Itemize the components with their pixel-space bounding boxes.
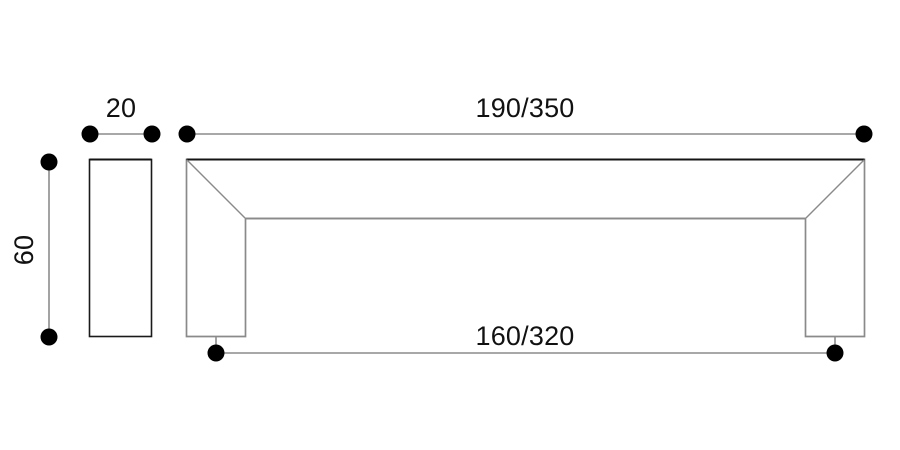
dimension-side-width: 20	[81, 93, 161, 143]
dimension-marker-bottom-60	[40, 328, 58, 346]
dimension-marker-top-60	[40, 153, 58, 171]
left-chamfer-diagonal	[186, 159, 246, 219]
side-view-group	[88, 158, 153, 338]
dimension-center-distance: 160/320	[207, 321, 844, 362]
dimension-marker-left-160-320	[207, 344, 225, 362]
dimension-height: 60	[9, 153, 58, 346]
dimension-marker-right-160-320	[826, 344, 844, 362]
dimension-marker-right-20	[143, 125, 161, 143]
dimension-label-height: 60	[9, 235, 39, 265]
dimension-marker-left-190-350	[178, 125, 196, 143]
dimension-overall-length: 190/350	[178, 93, 873, 143]
side-profile-rectangle	[88, 158, 153, 338]
handle-front-profile	[185, 158, 866, 338]
right-chamfer-diagonal	[805, 159, 865, 219]
dimension-label-center-distance: 160/320	[476, 321, 575, 351]
front-view-group	[185, 158, 866, 338]
dimension-label-side-width: 20	[106, 93, 136, 123]
dimension-marker-right-190-350	[855, 125, 873, 143]
dimension-marker-left-20	[81, 125, 99, 143]
dimension-label-overall-length: 190/350	[476, 93, 575, 123]
